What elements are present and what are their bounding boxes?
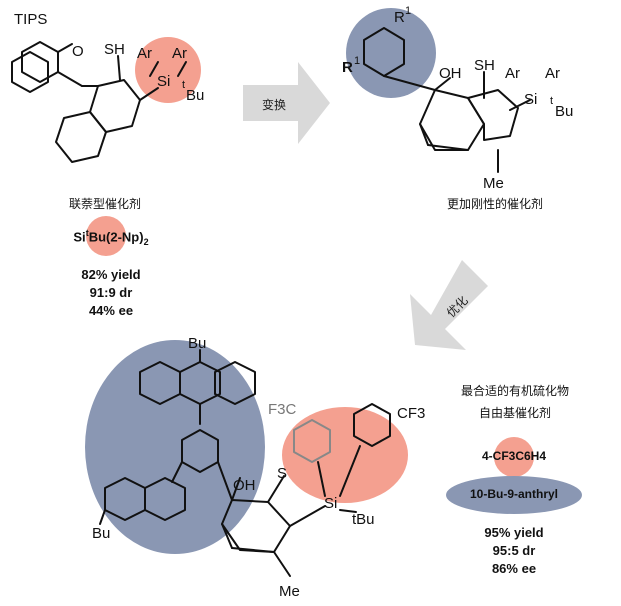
- si3-label: Si: [324, 495, 337, 512]
- substituent-t: t: [85, 228, 89, 238]
- ar1-label: Ar: [137, 45, 152, 62]
- catalyst1-substituent: SitBu(2-Np)2: [46, 228, 176, 247]
- catalyst3-sub1: 4-CF3C6H4: [481, 449, 547, 463]
- catalyst3-ee: 86% ee: [491, 561, 537, 576]
- cf3-aryl-highlight: [282, 407, 408, 503]
- catalyst3-sub2: 10-Bu-9-anthryl: [469, 487, 558, 501]
- sub2-highlight: [446, 476, 582, 514]
- ar2-label: Ar: [172, 45, 187, 62]
- sub1-highlight: [494, 437, 534, 477]
- catalyst1-caption: 联萘型催化剂: [68, 197, 141, 211]
- catalyst3-yield: 95% yield: [484, 525, 544, 540]
- catalyst1-ee: 44% ee: [88, 303, 134, 318]
- substituent-si: Si: [73, 229, 86, 245]
- tbu-label: Bu: [186, 87, 204, 104]
- catalyst3-caption-line2: 自由基催化剂: [478, 406, 551, 420]
- r1-top-sup: 1: [405, 5, 411, 17]
- catalyst1-yield: 82% yield: [81, 267, 141, 282]
- catalyst3-dr: 95:5 dr: [492, 543, 536, 558]
- ar3-label: Ar: [505, 65, 520, 82]
- bu-top-label: Bu: [188, 335, 206, 352]
- substituent-highlight: [86, 216, 126, 256]
- t2-sup-label: t: [550, 95, 553, 107]
- oh-label: OH: [439, 65, 462, 82]
- r1-top-label: R: [394, 9, 405, 26]
- cf3-right-label: CF3: [397, 405, 425, 422]
- substituent-2: 2: [143, 236, 149, 247]
- tbu3-label: tBu: [352, 511, 375, 528]
- oh3-label: OH: [233, 477, 256, 494]
- r1-left-label: R: [342, 59, 353, 76]
- si-label: Si: [157, 73, 170, 90]
- catalyst3-structure: [99, 349, 391, 577]
- catalyst1-structure: [11, 41, 187, 163]
- ar4-label: Ar: [545, 65, 560, 82]
- sh-label: SH: [104, 41, 125, 58]
- s-label: S: [277, 465, 287, 482]
- tips-label: TIPS: [14, 11, 47, 28]
- tbu2-label: Bu: [555, 103, 573, 120]
- transform-arrow-label: 变换: [262, 98, 287, 112]
- ar-highlight: [135, 37, 201, 103]
- me2-label: Me: [483, 175, 504, 192]
- catalyst3-caption-line1: 最合适的有机硫化物: [460, 384, 569, 398]
- anthryl-highlight: [85, 340, 265, 554]
- sh2-label: SH: [474, 57, 495, 74]
- transform-arrow: [243, 62, 330, 144]
- optimize-arrow: [410, 260, 488, 350]
- r1-aryl-highlight: [346, 8, 436, 98]
- catalyst1-dr: 91:9 dr: [89, 285, 133, 300]
- si2-label: Si: [524, 91, 537, 108]
- substituent-bu: Bu(2-Np): [88, 229, 144, 245]
- bu-bottom-label: Bu: [92, 525, 110, 542]
- t-sup-label: t: [182, 79, 185, 91]
- cf3-left-label: F3C: [268, 401, 297, 418]
- o-label: O: [72, 43, 84, 60]
- catalyst2-structure: [363, 27, 531, 173]
- me3-label: Me: [279, 583, 300, 600]
- r1-left-sup: 1: [354, 55, 360, 67]
- catalyst2-caption: 更加刚性的催化剂: [446, 197, 543, 211]
